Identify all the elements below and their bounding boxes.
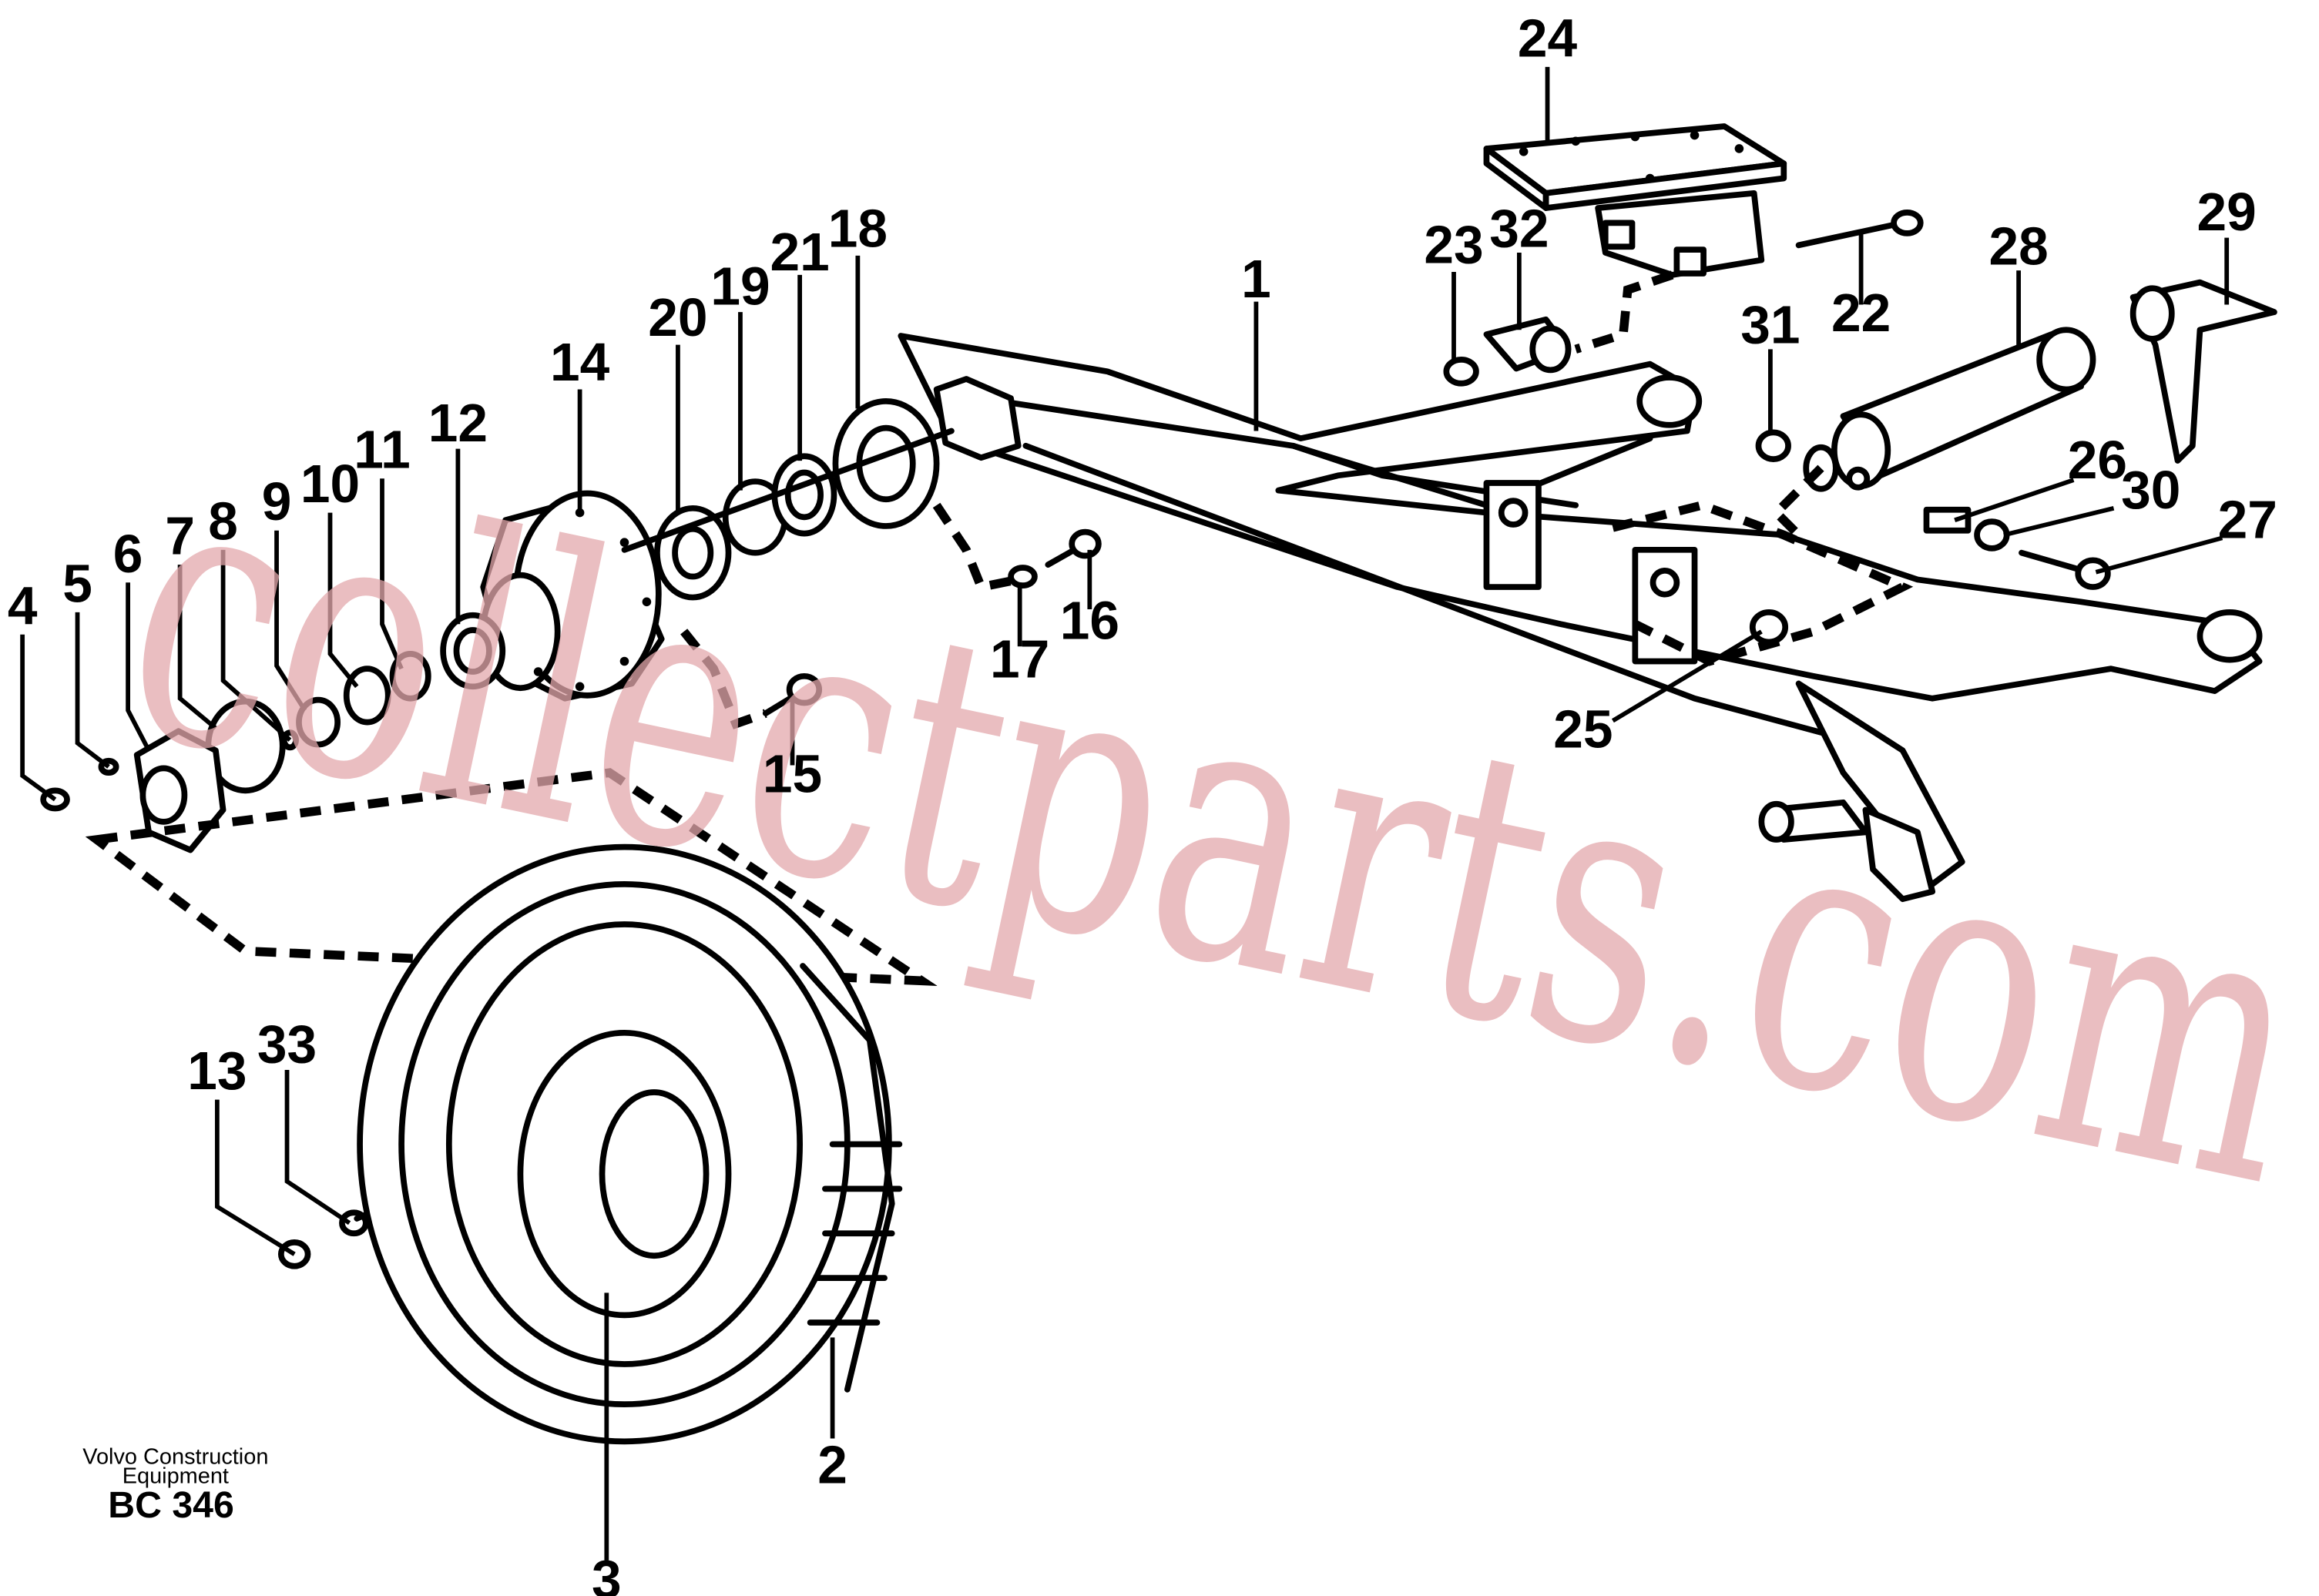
mounting-bracket (1483, 123, 1787, 354)
callout-8: 8 (208, 491, 238, 551)
bracket-29 (2129, 279, 2277, 464)
shock-absorber (1770, 327, 2096, 538)
callout-16: 16 (1060, 591, 1119, 651)
callout-labels: 1 2 3 4 5 6 7 8 9 10 11 12 13 14 15 16 1… (8, 8, 2277, 1596)
credit-line-2: Equipment (122, 1464, 229, 1488)
callout-33: 33 (257, 1014, 317, 1074)
callout-15: 15 (763, 743, 822, 803)
callout-11: 11 (354, 420, 410, 480)
callout-17: 17 (990, 629, 1049, 689)
leader-lines (20, 66, 2230, 1561)
callout-31: 31 (1740, 295, 1800, 355)
callout-12: 12 (428, 393, 488, 453)
callout-13: 13 (187, 1041, 247, 1101)
callout-21: 21 (770, 222, 829, 282)
callout-1: 1 (1241, 249, 1271, 309)
wheel-hub (480, 490, 665, 702)
callout-4: 4 (8, 575, 38, 635)
diagram-code: BC 346 (108, 1484, 234, 1526)
callout-18: 18 (828, 198, 888, 258)
callout-9: 9 (262, 471, 292, 531)
callout-19: 19 (710, 256, 770, 316)
callout-29: 29 (2197, 182, 2257, 242)
callout-24: 24 (1518, 8, 1578, 68)
callout-27: 27 (2218, 489, 2277, 549)
callout-6: 6 (113, 524, 143, 584)
callout-30: 30 (2121, 460, 2180, 520)
callout-10: 10 (300, 454, 360, 514)
fasteners (277, 210, 2111, 1269)
callout-32: 32 (1489, 198, 1549, 258)
callout-7: 7 (165, 506, 195, 566)
callout-3: 3 (592, 1549, 622, 1596)
callout-23: 23 (1424, 214, 1483, 274)
callout-25: 25 (1553, 699, 1613, 759)
publisher-credit: Volvo Construction Equipment BC 346 (82, 1444, 268, 1525)
callout-20: 20 (648, 287, 707, 347)
callout-14: 14 (550, 332, 610, 392)
credit-line-1: Volvo Construction (82, 1444, 268, 1469)
wheel-tyre (85, 768, 938, 1445)
callout-26: 26 (2068, 430, 2127, 490)
axle-beam (898, 333, 2263, 903)
callout-28: 28 (1988, 216, 2048, 276)
callout-5: 5 (62, 553, 92, 613)
callout-22: 22 (1831, 283, 1891, 343)
callout-2: 2 (817, 1434, 847, 1494)
